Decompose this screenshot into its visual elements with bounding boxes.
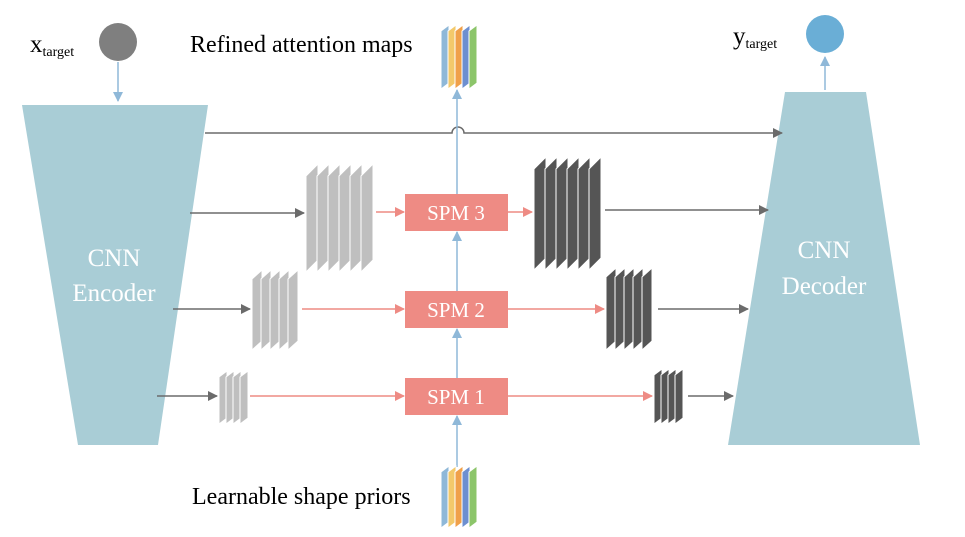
- spm3-output-stack-sheet: [566, 155, 580, 272]
- spm3-output-stack-sheet: [555, 155, 569, 272]
- encoder-feature-stack-3: [305, 162, 374, 274]
- spm3-output-stack-sheet: [544, 155, 558, 272]
- decoder-label-line1: CNN: [798, 237, 851, 264]
- refined-attention-maps-label: Refined attention maps: [190, 32, 413, 58]
- spm2-label: SPM 2: [427, 298, 485, 322]
- learnable-shape-priors-label: Learnable shape priors: [192, 484, 411, 510]
- cnn-decoder-shape: [728, 92, 920, 445]
- spm3-output-stack-sheet: [588, 155, 602, 272]
- spm3-output-stack: [533, 155, 602, 272]
- encoder-feature-stack-3-sheet: [360, 162, 374, 274]
- spm3-output-stack-sheet: [577, 155, 591, 272]
- x-target-label: xtarget: [30, 31, 74, 60]
- spm1-output-stack-sheet: [674, 368, 684, 425]
- encoder-feature-stack-1: [218, 370, 249, 425]
- spm2-output-stack-sheet: [641, 266, 653, 352]
- spm3-label: SPM 3: [427, 201, 485, 225]
- spm1-label: SPM 1: [427, 385, 485, 409]
- shape-prior-sheet: [468, 465, 478, 529]
- encoder-feature-stack-3-sheet: [327, 162, 341, 274]
- spm2-output-stack: [605, 266, 653, 352]
- encoder-feature-stack-2: [251, 268, 299, 352]
- cnn-encoder-shape: [22, 105, 208, 445]
- encoder-label-line1: CNN: [88, 245, 141, 272]
- spm2-block: SPM 2: [405, 291, 508, 328]
- skip-connection-arrow: [205, 126, 783, 138]
- refined-attention-maps-stack: [440, 24, 478, 90]
- y-target-circle: [806, 15, 844, 53]
- encoder-feature-stack-3-sheet: [349, 162, 363, 274]
- refined-map-sheet: [468, 24, 478, 90]
- encoder-feature-stack-3-sheet: [316, 162, 330, 274]
- decoder-label-line2: Decoder: [782, 273, 867, 300]
- encoder-feature-stack-2-sheet: [287, 268, 299, 352]
- encoder-feature-stack-3-sheet: [338, 162, 352, 274]
- spm1-block: SPM 1: [405, 378, 508, 415]
- y-target-label: ytarget: [733, 23, 777, 52]
- encoder-feature-stack-1-sheet: [239, 370, 249, 425]
- spm3-output-stack-sheet: [533, 155, 547, 272]
- feature-map-stacks: [218, 155, 684, 425]
- spm1-output-stack: [653, 368, 684, 425]
- encoder-feature-stack-3-sheet: [305, 162, 319, 274]
- learnable-shape-priors-stack: [440, 465, 478, 529]
- encoder-label-line2: Encoder: [72, 280, 156, 307]
- spm3-block: SPM 3: [405, 194, 508, 231]
- x-target-circle: [99, 23, 137, 61]
